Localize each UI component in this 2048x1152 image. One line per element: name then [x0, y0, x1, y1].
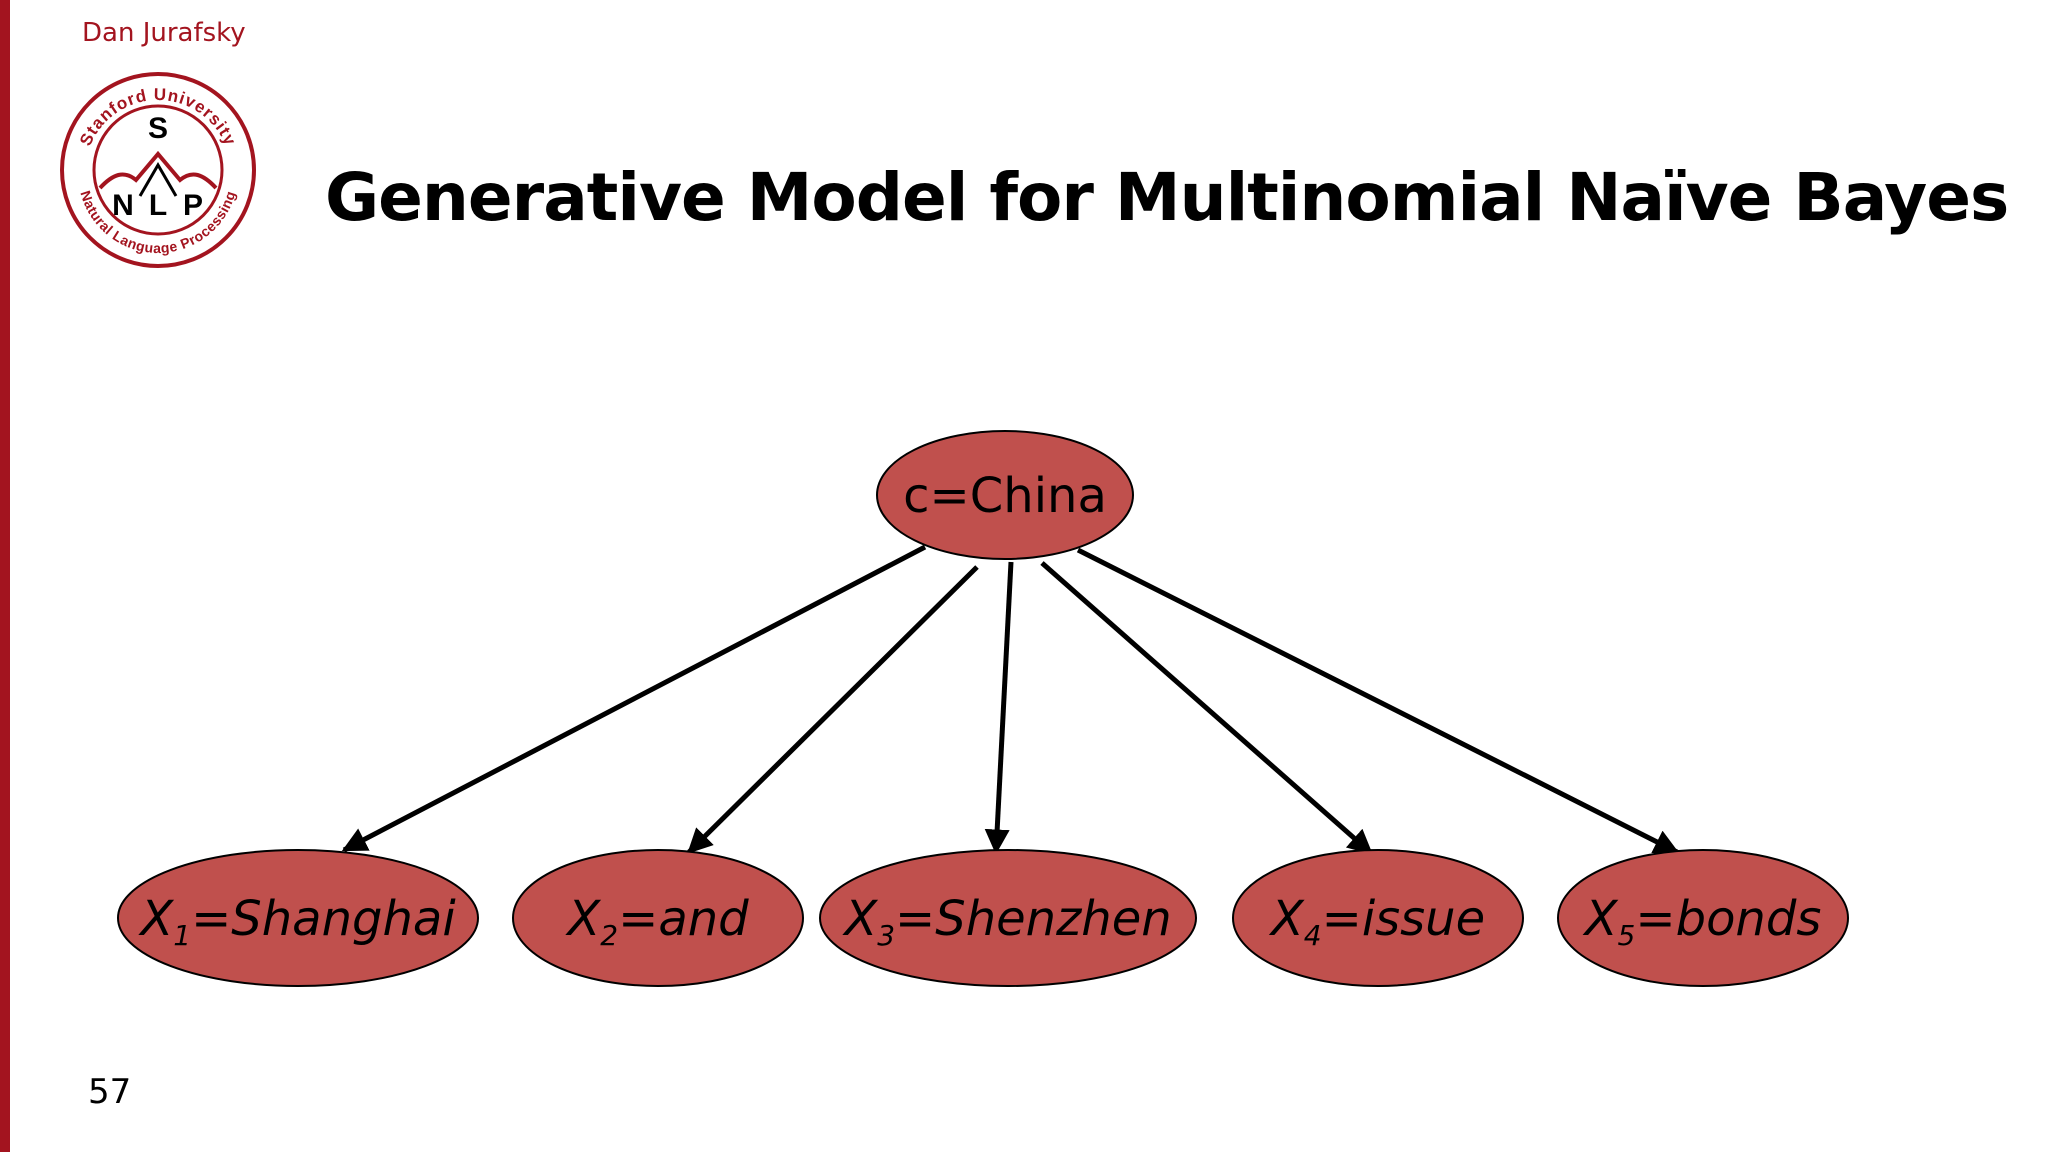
node-label: X2=and: [564, 891, 749, 952]
node-shape: [1232, 849, 1524, 987]
edge-arrow-1: [341, 544, 927, 853]
svg-text:S: S: [148, 112, 168, 145]
node-class-root: c=China: [876, 430, 1134, 560]
node-label: X1=Shanghai: [137, 891, 456, 952]
author-name: Dan Jurafsky: [82, 18, 246, 48]
node-shape: [876, 430, 1134, 560]
accent-bar: [0, 0, 10, 1152]
node-label: c=China: [903, 468, 1107, 524]
stanford-nlp-logo: Stanford University Natural Language Pro…: [60, 72, 256, 268]
node-feature-2: X2=and: [512, 849, 804, 987]
svg-text:N: N: [112, 189, 134, 222]
edge-arrow-5: [1076, 547, 1680, 855]
edge-arrow-2: [687, 565, 979, 854]
svg-text:L: L: [149, 189, 167, 222]
node-feature-3: X3=Shenzhen: [819, 849, 1197, 987]
node-shape: [117, 849, 479, 987]
slide-number: 57: [88, 1072, 132, 1112]
node-label: X3=Shenzhen: [841, 891, 1171, 952]
node-shape: [819, 849, 1197, 987]
edge-arrow-4: [1040, 561, 1373, 855]
node-label: X4=issue: [1268, 891, 1485, 952]
edge-arrow-3: [984, 561, 1014, 855]
node-label: X5=bonds: [1582, 891, 1822, 952]
svg-text:P: P: [183, 189, 203, 222]
node-shape: [512, 849, 804, 987]
slide-title: Generative Model for Multinomial Naïve B…: [325, 159, 2009, 236]
node-feature-4: X4=issue: [1232, 849, 1524, 987]
node-shape: [1557, 849, 1849, 987]
node-feature-1: X1=Shanghai: [117, 849, 479, 987]
node-feature-5: X5=bonds: [1557, 849, 1849, 987]
